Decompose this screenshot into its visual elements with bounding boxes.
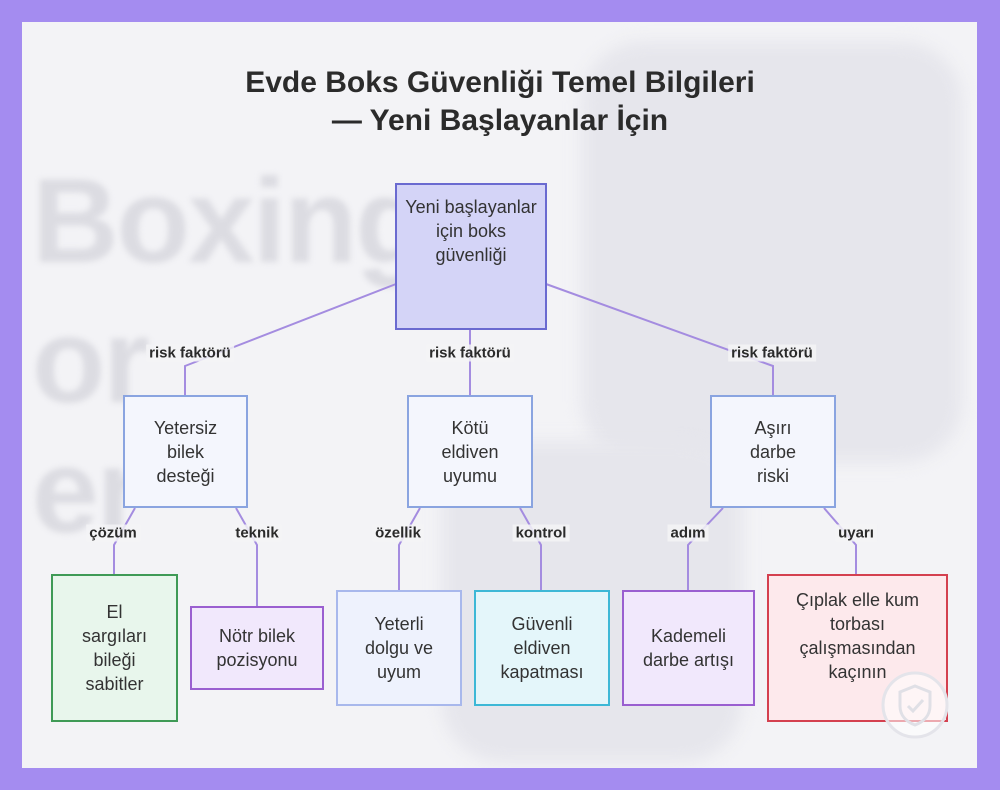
node-root: Yeni başlayanlar için boks güvenliği (395, 183, 547, 330)
edge-wrist-neutral (236, 508, 257, 607)
node-neutral-wrist: Nötr bilek pozisyonu (190, 606, 324, 690)
node-glove-fit: Kötü eldiven uyumu (407, 395, 533, 508)
edge-label-risk-factor: risk faktörü (146, 345, 234, 362)
node-glove-closure: Güvenli eldiven kapatması (474, 590, 610, 706)
edge-label-step: adım (667, 525, 708, 542)
edge-label-solution: çözüm (86, 525, 140, 542)
node-gradual-impact: Kademeli darbe artışı (622, 590, 755, 706)
edge-impact-bare (824, 508, 856, 575)
edge-root-wrist (185, 284, 396, 396)
node-hand-wraps: El sargıları bileği sabitler (51, 574, 178, 722)
node-impact-risk: Aşırı darbe riski (710, 395, 836, 508)
edge-label-risk-factor: risk faktörü (728, 345, 816, 362)
node-wrist-support: Yetersiz bilek desteği (123, 395, 248, 508)
edge-wrist-wraps (114, 508, 135, 575)
node-padding-fit: Yeterli dolgu ve uyum (336, 590, 462, 706)
edge-impact-gradual (688, 508, 723, 591)
edge-label-warning: uyarı (835, 525, 877, 542)
edge-label-risk-factor: risk faktörü (426, 345, 514, 362)
edge-label-feature: özellik (372, 525, 424, 542)
edge-glove-closure (520, 508, 541, 591)
shield-seal-icon (880, 670, 950, 740)
edge-root-impact (546, 284, 773, 396)
edge-glove-padding (399, 508, 420, 591)
edge-label-control: kontrol (513, 525, 570, 542)
edge-label-technique: teknik (232, 525, 281, 542)
